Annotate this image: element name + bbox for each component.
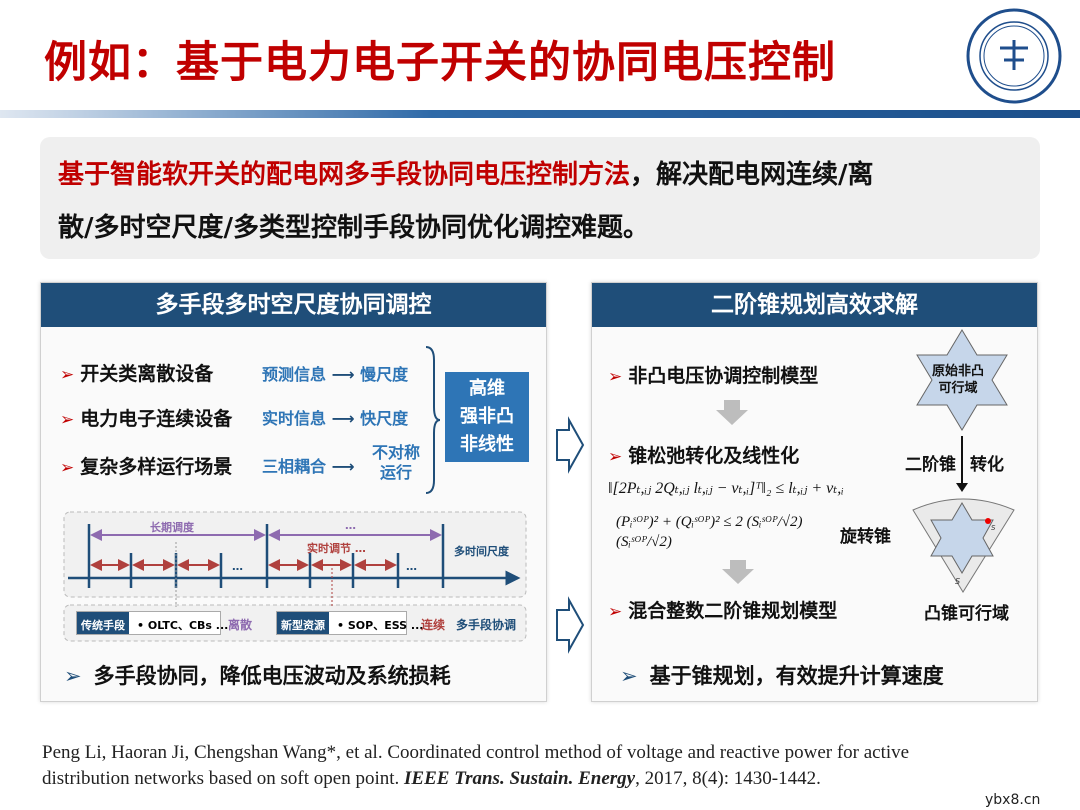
formula-cone: ‖[2Pₜ,ᵢⱼ 2Qₜ,ᵢⱼ lₜ,ᵢⱼ − vₜ,ᵢ]ᵀ‖₂ ≤ lₜ,ᵢⱼ…: [608, 480, 844, 497]
new-resources: 新型资源• SOP、ESS ...: [276, 611, 423, 635]
step-item: ➢非凸电压协调控制模型: [608, 365, 819, 387]
brace-icon: [425, 346, 441, 494]
rotated-cone-label: 旋转锥: [840, 527, 891, 547]
info-label: 实时信息: [262, 409, 327, 428]
step-item: ➢混合整数二阶锥规划模型: [608, 600, 838, 622]
right-panel-header: 二阶锥规划高效求解: [592, 283, 1037, 327]
convex-label: 凸锥可行域: [924, 604, 1009, 624]
right-arrow-icon: ⟶: [331, 365, 355, 384]
intro-box: 基于智能软开关的配电网多手段协同电压控制方法，解决配电网连续/离 散/多时空尺度…: [40, 137, 1040, 259]
nonconvex-star: [916, 329, 1008, 431]
left-conclusion: ➢多手段协同，降低电压波动及系统损耗: [64, 664, 451, 688]
svg-text:S: S: [955, 577, 960, 586]
svg-text:S: S: [991, 524, 996, 532]
info-label: 预测信息: [262, 365, 327, 384]
arrow-bullet-icon: ➢: [608, 447, 623, 467]
intro-highlight: 基于智能软开关的配电网多手段协同电压控制方法: [58, 160, 631, 190]
list-item: ➢复杂多样运行场景: [60, 456, 233, 478]
right-arrow-icon: ⟶: [331, 457, 355, 476]
list-item: ➢电力电子连续设备: [60, 408, 233, 430]
intro-line2: 散/多时空尺度/多类型控制手段协同优化调控难题。: [58, 213, 649, 243]
right-arrow-icon: ⟶: [331, 409, 355, 428]
title-divider: [0, 110, 1080, 118]
hollow-arrow-icon: [556, 596, 585, 654]
traditional-means: 传统手段• OLTC、CBs ...: [76, 611, 228, 635]
left-panel-header: 多手段多时空尺度协同调控: [41, 283, 546, 327]
scale-label: 快尺度: [360, 409, 409, 428]
scale-label: 运行: [380, 463, 413, 482]
slide-title: 例如：基于电力电子开关的协同电压控制: [44, 38, 836, 88]
arrow-bullet-icon: ➢: [60, 410, 75, 430]
feature-badge: 高维强非凸非线性: [445, 372, 529, 462]
axis-label: 多时间尺度: [454, 545, 509, 558]
arrow-bullet-icon: ➢: [608, 602, 623, 622]
scale-label: 慢尺度: [360, 365, 409, 384]
step-item: ➢锥松弛转化及线性化: [608, 445, 800, 467]
time-ticks: [87, 524, 445, 588]
arrow-bullet-icon: ➢: [60, 365, 75, 385]
formula-rotated-cone: (Pᵢˢᴼᴾ)² + (Qᵢˢᴼᴾ)² ≤ 2 (Sᵢˢᴼᴾ/√2)(Sᵢˢᴼᴾ…: [616, 514, 803, 550]
watermark: ybx8.cn: [985, 792, 1041, 808]
intro-text: ，解决配电网连续/离: [630, 160, 874, 190]
hollow-arrow-icon: [556, 416, 585, 474]
info-label: 三相耦合: [262, 457, 327, 476]
long-term-label: 长期调度: [150, 521, 194, 534]
star-label: 原始非凸可行域: [932, 364, 985, 396]
citation-line2: distribution networks based on soft open…: [42, 768, 821, 789]
university-seal-logo: [966, 8, 1062, 104]
list-item: ➢开关类离散设备: [60, 363, 214, 385]
down-arrow-icon: [722, 560, 754, 584]
down-arrow-icon: [716, 400, 748, 425]
arrow-bullet-icon: ➢: [60, 458, 75, 478]
citation-line1: Peng Li, Haoran Ji, Chengshan Wang*, et …: [42, 742, 910, 763]
realtime-label: 实时调节 …: [307, 542, 366, 555]
arrow-bullet-icon: ➢: [608, 367, 623, 387]
right-conclusion: ➢基于锥规划，有效提升计算速度: [620, 664, 944, 688]
scale-label: 不对称: [372, 443, 421, 462]
